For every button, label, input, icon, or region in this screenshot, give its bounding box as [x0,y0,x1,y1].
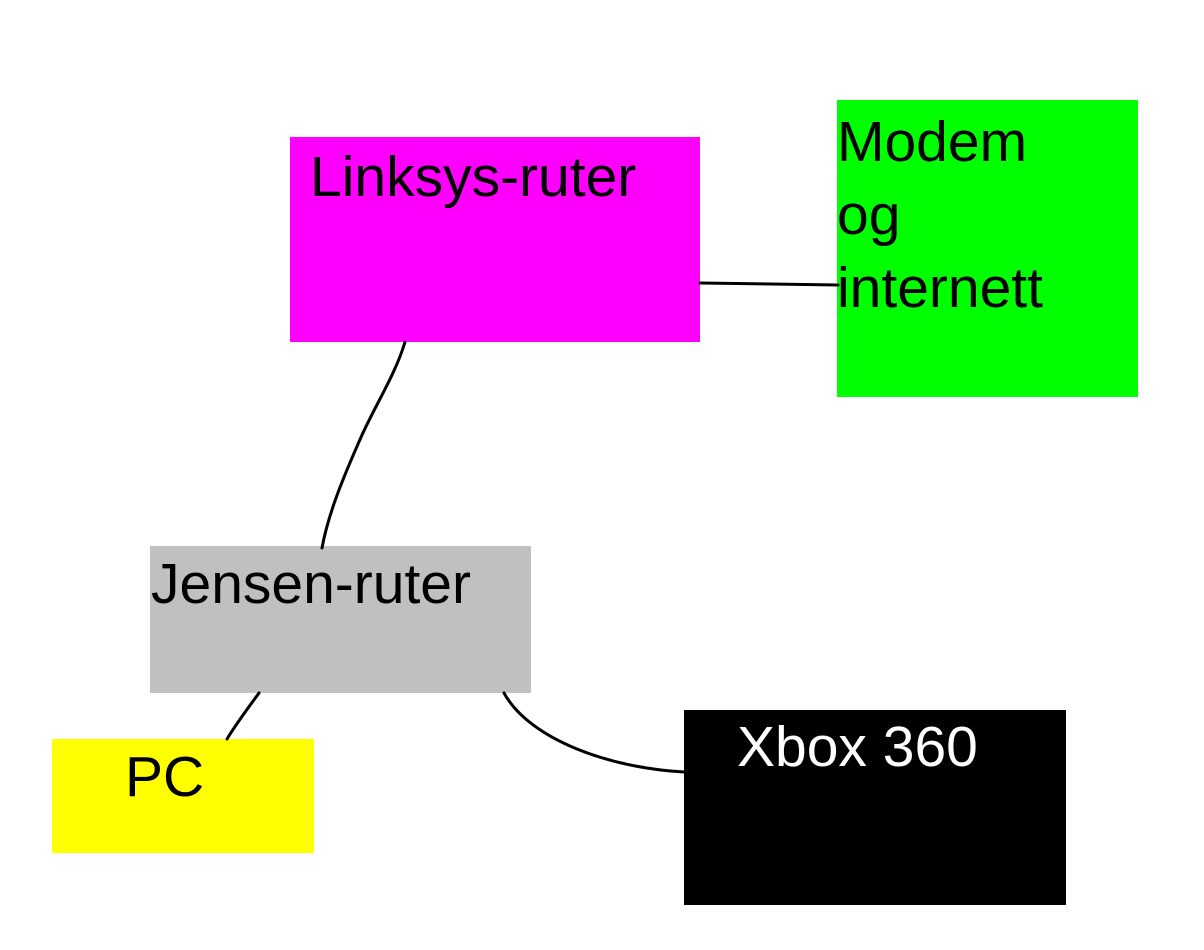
linksys-router-box: Linksys-ruter [290,137,700,342]
xbox-360-box: Xbox 360 [684,710,1066,905]
jensen-router-label: Jensen-ruter [151,552,471,616]
modem-internet-label: Modem og internett [837,110,1043,320]
edge-linksys-modem [698,281,840,287]
edge-linksys-jensen [320,340,407,550]
jensen-router-box: Jensen-ruter [150,546,531,693]
modem-internet-box: Modem og internett [837,100,1138,397]
pc-box: PC [52,739,314,853]
edge-jensen-pc [225,691,261,741]
xbox-360-label: Xbox 360 [737,715,978,779]
edge-jensen-xbox [502,691,686,774]
linksys-router-label: Linksys-ruter [310,145,637,209]
pc-label: PC [125,745,205,809]
